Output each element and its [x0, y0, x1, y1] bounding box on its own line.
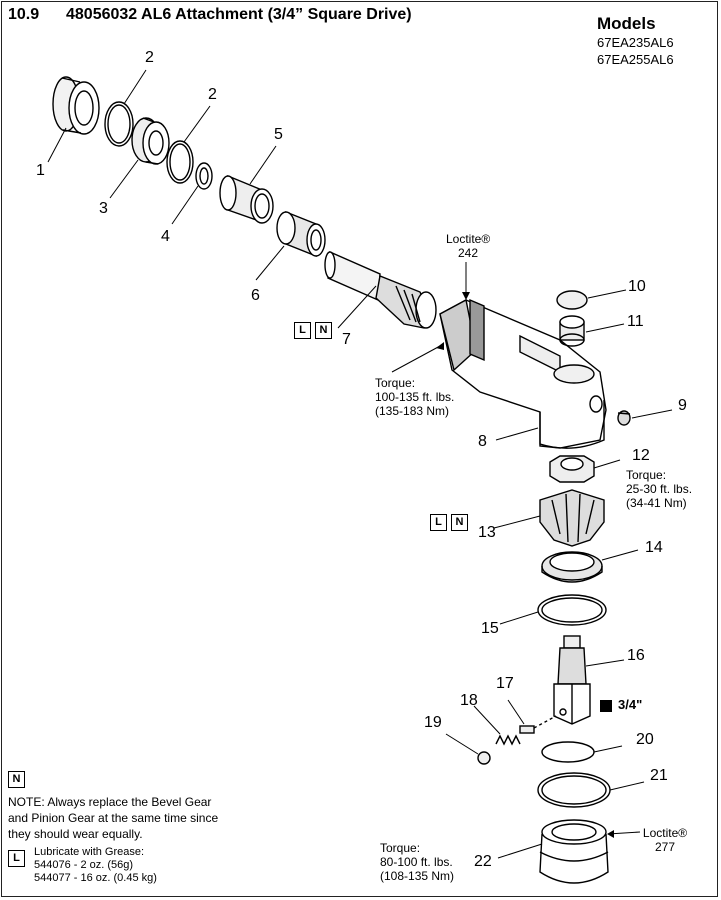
drive-square-symbol	[600, 700, 612, 712]
part-8-housing	[439, 298, 607, 449]
leader-lines	[47, 69, 673, 859]
torque-note-part-12: Torque: 25-30 ft. lbs. (34-41 Nm)	[626, 468, 693, 510]
drive-size-label: 3/4"	[618, 697, 643, 712]
part-13-bevel-gear	[539, 489, 605, 547]
callout-4: 4	[161, 228, 170, 245]
callout-11: 11	[627, 313, 644, 330]
part-17-pin	[519, 725, 535, 734]
replace-badge: N	[451, 514, 468, 531]
part-19-ball	[477, 751, 491, 765]
part-4-washer	[195, 162, 213, 190]
part-2-o-ring-b	[166, 140, 194, 184]
part-11-bushing	[559, 315, 585, 347]
replace-badge: N	[315, 322, 332, 339]
callout-6: 6	[251, 287, 260, 304]
callout-20: 20	[636, 731, 654, 748]
callout-10: 10	[628, 278, 646, 295]
callout-9: 9	[678, 397, 687, 414]
callout-15: 15	[481, 620, 499, 637]
arrowheads	[436, 292, 614, 838]
callout-14: 14	[645, 539, 663, 556]
part-14-bearing	[541, 551, 603, 583]
lubricate-badge: L	[294, 322, 311, 339]
callout-18: 18	[460, 692, 478, 709]
part-15-o-ring	[537, 594, 607, 626]
replace-note: NOTE: Always replace the Bevel Gear and …	[8, 795, 219, 841]
callout-13: 13	[478, 524, 496, 541]
callout-19: 19	[424, 714, 442, 731]
part-6-sleeve	[276, 210, 326, 258]
part-2-o-ring-a	[104, 101, 134, 147]
callout-7: 7	[342, 331, 351, 348]
torque-note-part-8: Torque: 100-135 ft. lbs. (135-183 Nm)	[375, 376, 455, 418]
loctite-label-bottom: Loctite® 277	[642, 826, 688, 854]
callout-22: 22	[474, 853, 492, 870]
callout-21: 21	[650, 767, 668, 784]
part-22-retainer-nut	[539, 819, 609, 884]
page-title: 48056032 AL6 Attachment (3/4” Square Dri…	[66, 6, 412, 23]
part-18-spring	[495, 734, 521, 746]
badges-part-7: L N	[294, 322, 336, 339]
part-10-cap	[556, 290, 588, 310]
callout-16: 16	[627, 647, 645, 664]
lubricate-note: Lubricate with Grease: 544076 - 2 oz. (5…	[34, 846, 157, 884]
part-9-plug	[617, 410, 631, 426]
lubricate-badge: L	[430, 514, 447, 531]
callout-2: 2	[208, 86, 217, 103]
torque-note-part-22: Torque: 80-100 ft. lbs. (108-135 Nm)	[380, 841, 455, 883]
section-number: 10.9	[8, 6, 40, 23]
badges-part-13: L N	[430, 514, 472, 531]
part-7-pinion-shaft	[324, 250, 437, 329]
callout-3: 3	[99, 200, 108, 217]
callout-12: 12	[632, 447, 650, 464]
loctite-label-top: Loctite® 242	[446, 232, 491, 260]
part-21-o-ring	[537, 772, 611, 808]
part-5-sleeve	[219, 174, 274, 224]
callout-17: 17	[496, 675, 514, 692]
part-12-nut	[549, 455, 595, 483]
callout-1: 1	[36, 162, 45, 179]
callout-8: 8	[478, 433, 487, 450]
models-title: Models	[597, 14, 656, 33]
model-item: 67EA235AL6	[597, 35, 674, 50]
part-20-o-ring	[541, 741, 595, 763]
lubricate-legend-badge: L	[8, 848, 29, 867]
part-16-anvil	[553, 635, 591, 725]
part-3-bearing	[131, 117, 170, 165]
part-1-bushing	[52, 76, 100, 135]
model-item: 67EA255AL6	[597, 52, 674, 67]
replace-legend-badge: N	[8, 769, 29, 788]
callout-5: 5	[274, 126, 283, 143]
callout-2: 2	[145, 49, 154, 66]
